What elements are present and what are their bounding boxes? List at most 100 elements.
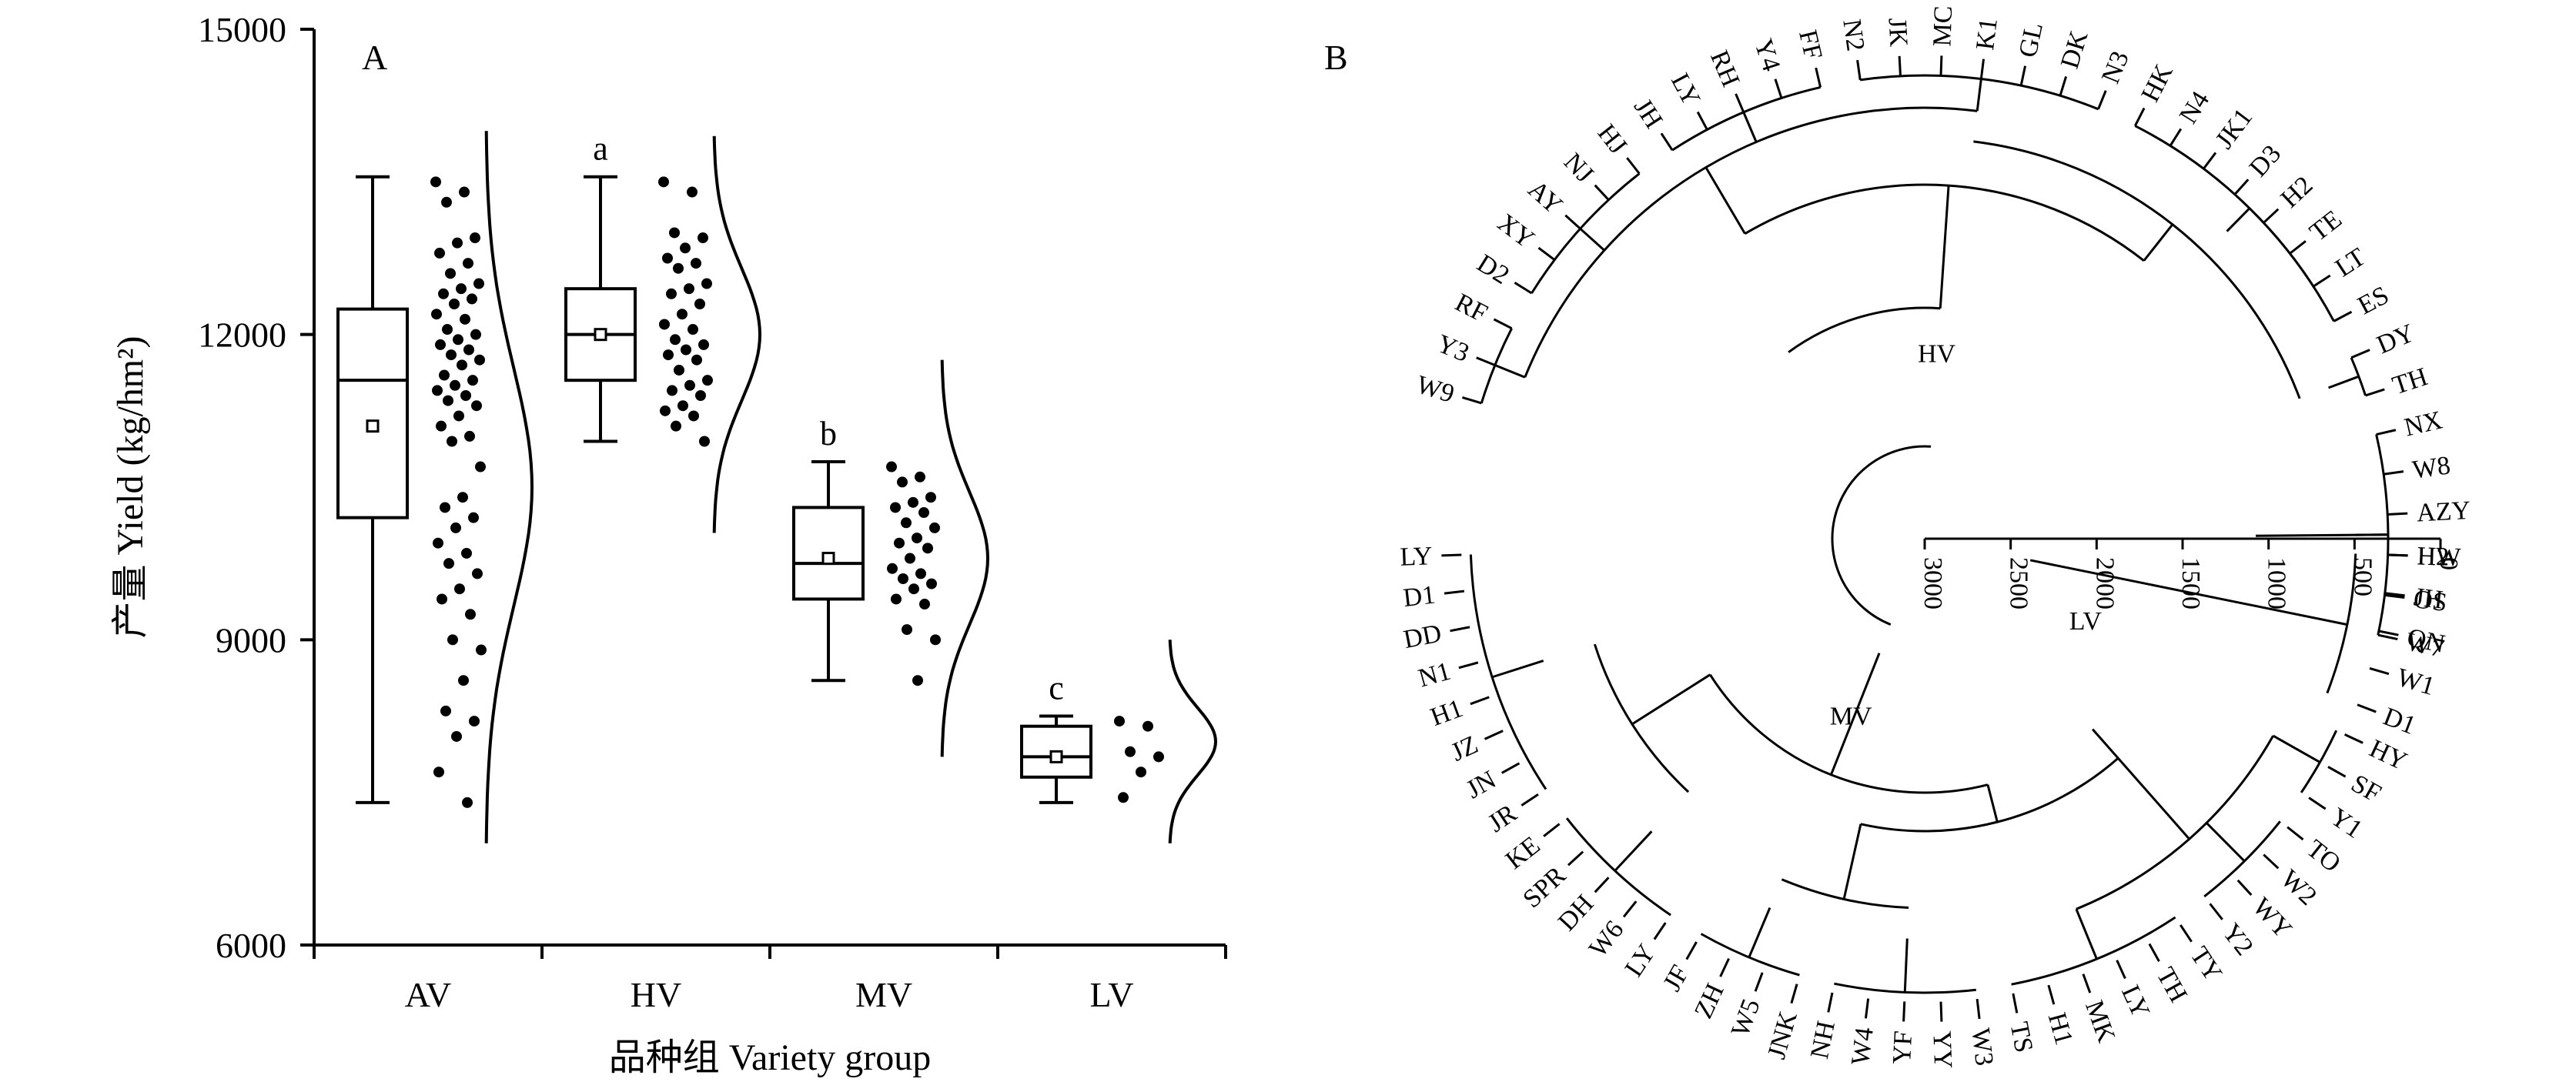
data-point: [677, 400, 688, 412]
leaf-label: H2: [2276, 171, 2319, 213]
leaf-label: TY: [2184, 942, 2227, 987]
data-point: [456, 283, 467, 295]
dendrogram-branch: [1579, 228, 1605, 252]
leaf-label: NJ: [1558, 148, 1599, 189]
data-point: [437, 593, 447, 605]
dendrogram-branch: [1975, 78, 1982, 112]
leaf-branch: [1827, 992, 1834, 1013]
x-axis-label: 品种组 Variety group: [609, 1037, 932, 1078]
data-point: [457, 492, 468, 503]
leaf-branch: [2263, 853, 2280, 870]
leaf-branch: [2350, 349, 2370, 359]
leaf-label: NH: [1805, 1019, 1841, 1062]
data-point: [450, 522, 461, 533]
leaf-branch: [1622, 900, 1638, 918]
data-point: [1114, 716, 1125, 727]
leaf-label: MC: [1928, 5, 1958, 47]
data-point: [460, 390, 471, 401]
data-point: [447, 436, 457, 447]
mv-stem: [1829, 653, 1881, 776]
leaf-branch: [2047, 984, 2056, 1005]
density-curve: [712, 135, 762, 533]
data-point: [431, 309, 442, 320]
leaf-branch: [1685, 941, 1698, 960]
data-point: [454, 583, 465, 595]
data-point: [897, 476, 908, 488]
leaf-label: N2: [1837, 18, 1869, 53]
leaf-branch: [2357, 703, 2377, 713]
leaf-branch: [2116, 960, 2126, 980]
leaf-label: GL: [2013, 20, 2049, 60]
leaf-label: SF: [2347, 769, 2386, 808]
leaf-branch: [1939, 55, 1943, 76]
significance-letter: c: [1049, 670, 1064, 707]
leaf-branch: [1626, 157, 1641, 175]
data-point: [453, 410, 464, 422]
cluster-arc: [1524, 106, 1978, 378]
dendrogram-branch: [2206, 822, 2246, 863]
data-point: [687, 186, 698, 198]
distance-tick-label: 3000: [1919, 557, 1947, 609]
data-point: [698, 339, 709, 350]
data-point: [463, 344, 474, 356]
x-tick-label: MV: [855, 975, 912, 1014]
leaf-label: AY: [1522, 175, 1567, 220]
significance-letter: b: [820, 415, 837, 453]
leaf-label: LY: [1665, 68, 1705, 110]
leaf-label: W9: [1413, 370, 1457, 409]
leaf-label: DH: [1553, 890, 1600, 937]
data-point: [442, 324, 453, 336]
leaf-branch: [2365, 388, 2385, 397]
data-point: [440, 705, 451, 716]
x-tick-label: LV: [1089, 975, 1133, 1014]
leaf-label: Y2: [2216, 918, 2259, 961]
leaf-label: HK: [2136, 59, 2179, 106]
leaf-branch: [2308, 796, 2327, 810]
data-point: [925, 492, 936, 503]
data-point: [436, 420, 447, 432]
leaf-label: JN: [1461, 766, 1500, 805]
dendrogram-branch: [1748, 907, 1771, 958]
data-point: [905, 553, 915, 564]
group-label-hv: HV: [1918, 340, 1956, 369]
data-point: [915, 471, 925, 483]
y-tick-label: 9000: [216, 620, 286, 660]
data-point: [691, 258, 701, 269]
leaf-label: HW: [2417, 542, 2462, 572]
distance-tick-label: 1500: [2176, 557, 2205, 609]
leaf-branch: [1902, 1001, 1906, 1022]
leaf-label: N3: [2096, 47, 2135, 87]
data-point: [681, 344, 691, 356]
leaf-label: NX: [2402, 406, 2445, 442]
leaf-label: W8: [2410, 451, 2452, 484]
data-point: [674, 364, 684, 376]
leaf-label: Y3: [1433, 329, 1473, 368]
leaf-label: ZH: [1689, 979, 1730, 1023]
leaf-branch: [1815, 67, 1822, 88]
dendrogram-branch: [1903, 938, 1909, 993]
leaf-branch: [2097, 90, 2107, 110]
dendrogram-branch: [2091, 728, 2190, 840]
leaf-branch: [2233, 179, 2250, 195]
data-point: [684, 283, 694, 295]
data-point: [445, 268, 456, 279]
data-point: [475, 461, 486, 473]
mean-marker: [594, 328, 607, 342]
data-point: [666, 288, 677, 299]
dendrogram-branch: [1742, 112, 1758, 143]
root-arc: [1831, 445, 1932, 626]
leaf-branch: [1493, 318, 1513, 330]
dendrogram-branch: [1614, 830, 1653, 872]
leaf-label: RH: [1705, 46, 1745, 91]
leaf-label: JR: [1483, 799, 1522, 838]
data-point: [1136, 766, 1146, 778]
leaf-branch: [2012, 993, 2019, 1014]
leaf-branch: [2313, 274, 2331, 288]
data-point: [670, 334, 681, 346]
leaf-branch: [2148, 943, 2160, 962]
leaf-branch: [2133, 107, 2146, 127]
cluster-arc: [2326, 553, 2357, 694]
leaf-branch: [1719, 957, 1730, 977]
leaf-label: JH: [1628, 94, 1668, 134]
